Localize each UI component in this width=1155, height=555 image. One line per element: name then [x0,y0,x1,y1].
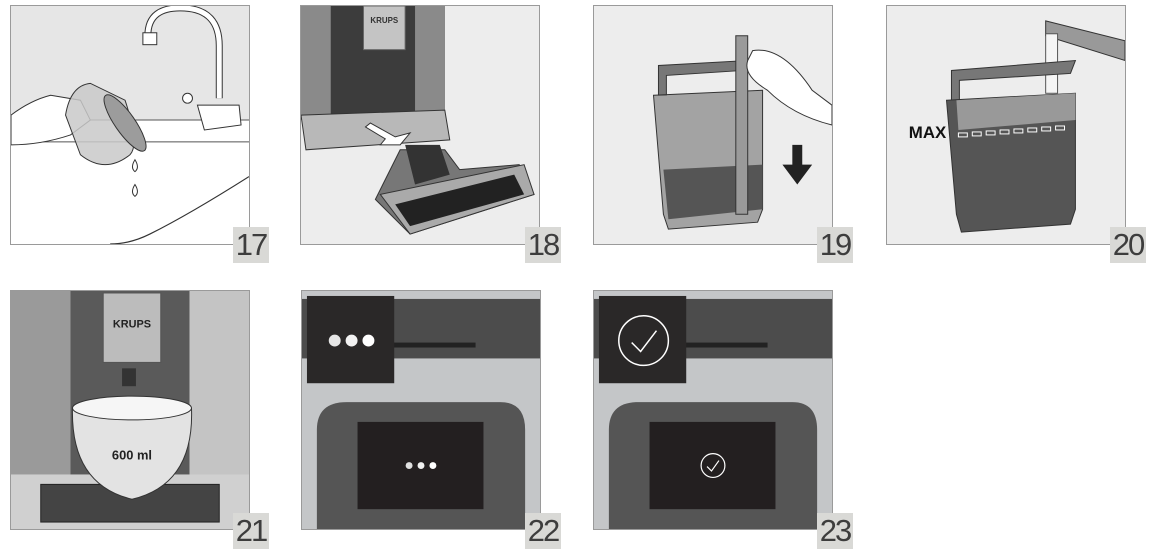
volume-label: 600 ml [112,448,152,463]
step-number-badge: 17 [233,227,269,263]
insert-filter-illustration [594,6,832,244]
step-21-illustration: KRUPS 600 ml [10,290,250,530]
max-label: MAX [909,123,947,142]
check-circle-icon [700,453,726,479]
display-progress-illustration [302,291,540,529]
brand-logo-text: KRUPS [370,16,398,25]
step-number-badge: 20 [1110,227,1146,263]
max-dashes [957,125,1066,138]
step-22-illustration [301,290,541,530]
step-18-illustration: KRUPS [300,5,540,245]
step-23-illustration [593,290,833,530]
display-complete-illustration [594,291,832,529]
rinse-cup-under-tap-illustration [11,6,249,244]
brand-logo-text: KRUPS [113,319,151,331]
step-number-badge: 18 [525,227,561,263]
progress-dots-icon [405,462,437,470]
step-number-badge: 22 [525,513,561,549]
check-circle-icon [618,315,670,367]
step-number-badge: 23 [817,513,853,549]
remove-drip-tray-illustration: KRUPS [301,6,539,244]
place-container-illustration: KRUPS 600 ml [11,291,249,529]
fill-water-tank-illustration: MAX [887,6,1125,244]
step-17-illustration [10,5,250,245]
step-number-badge: 21 [233,513,269,549]
step-19-illustration [593,5,833,245]
step-number-badge: 19 [817,227,853,263]
step-20-illustration: MAX [886,5,1126,245]
progress-dots-icon [328,334,375,347]
